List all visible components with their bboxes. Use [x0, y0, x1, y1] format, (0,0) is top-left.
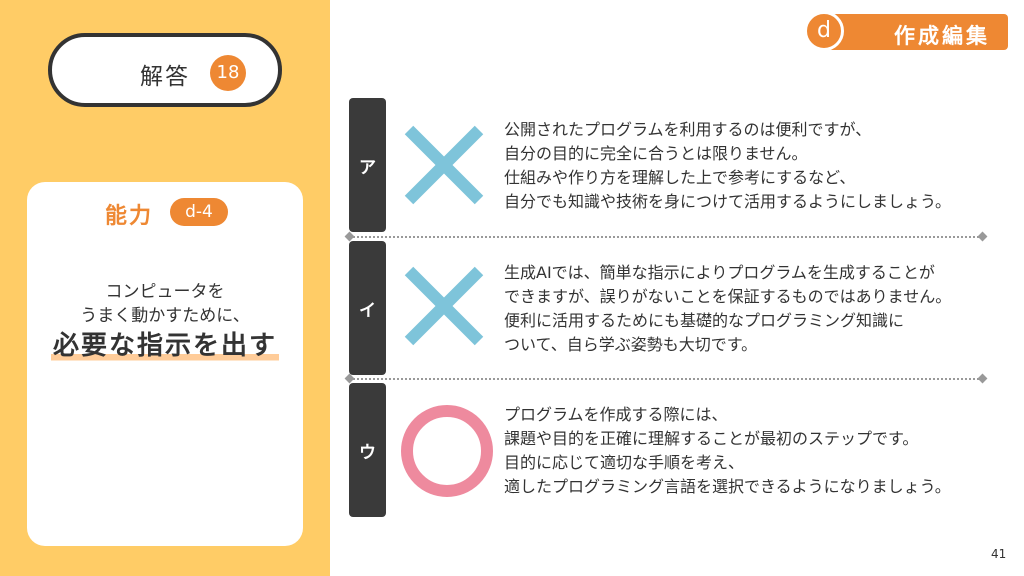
answer-number-badge: 18	[210, 55, 246, 91]
row-label-a: ア	[349, 98, 386, 232]
ability-code-badge: d-4	[170, 198, 228, 226]
answer-row-i: イ 生成AIでは、簡単な指示によりプログラムを生成することが できますが、誤りが…	[349, 241, 989, 375]
ability-emphasis: 必要な指示を出す	[50, 325, 279, 362]
row-text-a: 公開されたプログラムを利用するのは便利ですが、 自分の目的に完全に合うとは限りま…	[504, 118, 951, 214]
ability-emphasis-wrap: 必要な指示を出す	[27, 325, 303, 362]
row-text-u: プログラムを作成する際には、 課題や目的を正確に理解することが最初のステップです…	[504, 403, 951, 499]
answer-row-a: ア 公開されたプログラムを利用するのは便利ですが、 自分の目的に完全に合うとは限…	[349, 98, 989, 232]
category-bar: 作成編集	[828, 14, 1008, 50]
category-letter-circle: d	[804, 11, 844, 51]
row-text-line: 自分の目的に完全に合うとは限りません。	[504, 144, 808, 163]
row-text-line: プログラムを作成する際には、	[504, 405, 728, 424]
cross-icon	[404, 266, 484, 346]
row-text-line: 自分でも知識や技術を身につけて活用するようにしましょう。	[504, 192, 952, 211]
cross-icon	[404, 125, 484, 205]
row-text-line: 適したプログラミング言語を選択できるようになりましょう。	[504, 477, 951, 496]
answer-pill: 解答 18	[48, 33, 282, 107]
page-number: 41	[991, 547, 1007, 561]
row-text-line: 便利に活用するためにも基礎的なプログラミング知識に	[504, 311, 905, 330]
circle-icon	[401, 405, 493, 497]
row-divider	[349, 378, 983, 380]
row-label-i: イ	[349, 241, 386, 375]
ability-description-line-1: コンピュータを	[105, 282, 225, 302]
row-text-line: 公開されたプログラムを利用するのは便利ですが、	[504, 120, 872, 139]
row-text-line: 目的に応じて適切な手順を考え、	[504, 453, 745, 472]
ability-description-line-2: うまく動かすために、	[80, 306, 250, 326]
row-text-i: 生成AIでは、簡単な指示によりプログラムを生成することが できますが、誤りがない…	[504, 261, 951, 357]
left-panel: 解答 18 能力 d-4 コンピュータを うまく動かすために、 必要な指示を出す	[0, 0, 330, 576]
row-text-line: ついて、自ら学ぶ姿勢も大切です。	[504, 335, 758, 354]
row-text-line: 課題や目的を正確に理解することが最初のステップです。	[504, 429, 919, 448]
category-badge: 作成編集 d	[804, 11, 1008, 51]
row-text-line: 生成AIでは、簡単な指示によりプログラムを生成することが	[504, 263, 935, 282]
row-text-line: できますが、誤りがないことを保証するものではありません。	[504, 287, 952, 306]
row-label-u: ウ	[349, 383, 386, 517]
ability-card: 能力 d-4 コンピュータを うまく動かすために、 必要な指示を出す	[27, 182, 303, 546]
answer-row-u: ウ プログラムを作成する際には、 課題や目的を正確に理解することが最初のステップ…	[349, 383, 989, 517]
category-label: 作成編集	[894, 24, 990, 48]
answer-label: 解答	[140, 64, 190, 90]
ability-title: 能力	[105, 204, 154, 229]
row-text-line: 仕組みや作り方を理解した上で参考にするなど、	[504, 168, 856, 187]
row-divider	[349, 236, 983, 238]
